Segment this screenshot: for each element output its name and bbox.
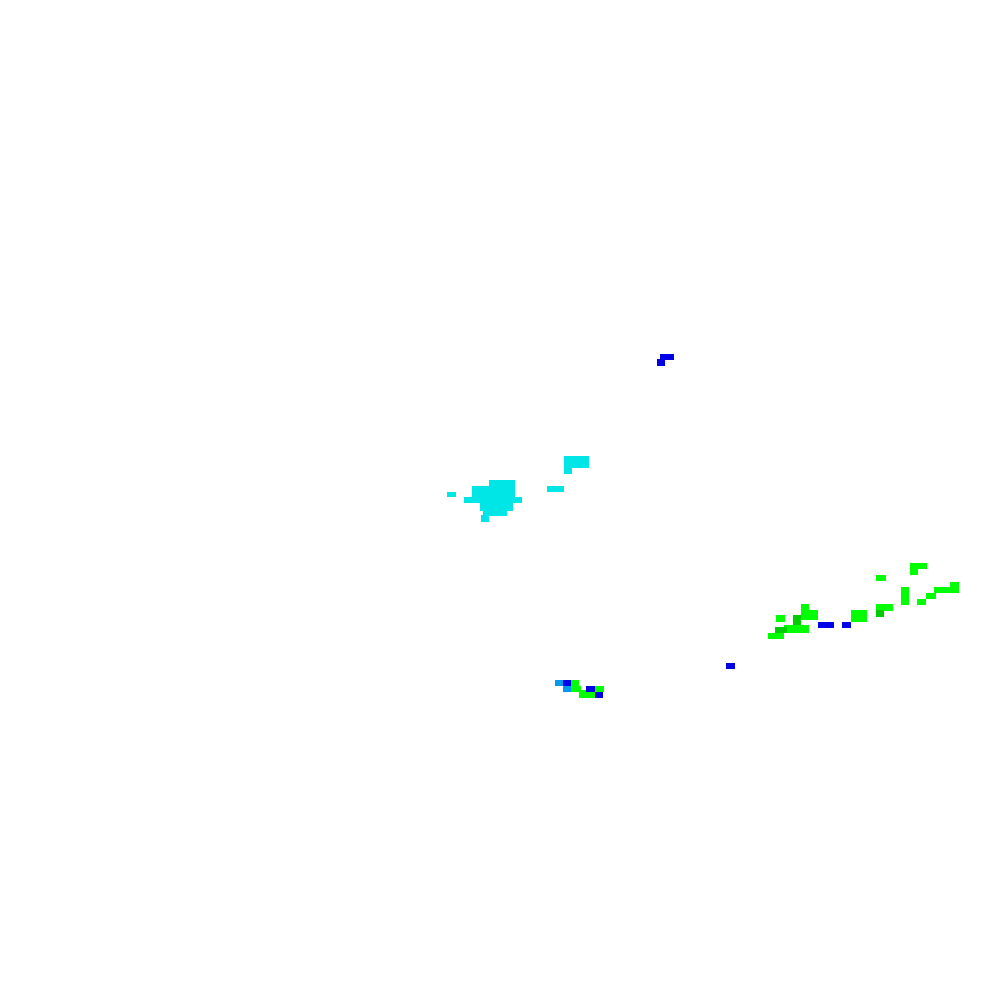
green-echo bbox=[876, 604, 893, 611]
cyan-echo bbox=[483, 510, 507, 516]
cyan-echo bbox=[472, 486, 515, 498]
cyan-echo bbox=[480, 503, 513, 511]
cyan-echo bbox=[564, 467, 572, 474]
green-echo bbox=[876, 575, 886, 581]
cyan-echo bbox=[547, 486, 564, 492]
blue-echo bbox=[726, 663, 735, 669]
green-echo bbox=[910, 568, 918, 575]
green-echo bbox=[926, 593, 936, 599]
light-blue-echo bbox=[563, 686, 571, 692]
green-echo bbox=[917, 599, 926, 605]
green-echo bbox=[595, 686, 604, 692]
green-echo bbox=[901, 587, 909, 605]
light-blue-echo bbox=[555, 680, 565, 686]
cyan-echo bbox=[481, 515, 489, 522]
blue-echo bbox=[657, 359, 665, 366]
green-echo bbox=[934, 587, 959, 593]
cyan-echo bbox=[564, 456, 589, 468]
green-echo-dark bbox=[876, 610, 884, 617]
green-echo bbox=[801, 610, 818, 620]
blue-echo bbox=[563, 680, 571, 686]
blue-echo bbox=[586, 686, 595, 692]
green-echo bbox=[571, 686, 581, 692]
blue-echo bbox=[660, 354, 674, 360]
green-echo bbox=[784, 625, 809, 633]
green-echo bbox=[910, 563, 927, 569]
blue-echo bbox=[595, 692, 603, 698]
cyan-echo bbox=[447, 492, 456, 497]
cyan-echo bbox=[489, 480, 515, 490]
green-echo-dark bbox=[793, 615, 801, 625]
green-echo bbox=[768, 633, 784, 639]
green-echo bbox=[801, 604, 809, 611]
blue-echo bbox=[842, 622, 851, 628]
precipitation-cells bbox=[447, 354, 959, 698]
blue-echo bbox=[818, 622, 834, 628]
green-echo bbox=[851, 610, 867, 622]
green-echo bbox=[776, 615, 785, 622]
green-echo bbox=[579, 690, 595, 698]
green-echo bbox=[571, 680, 579, 687]
green-echo-dark bbox=[775, 627, 787, 633]
cyan-echo bbox=[464, 497, 522, 503]
